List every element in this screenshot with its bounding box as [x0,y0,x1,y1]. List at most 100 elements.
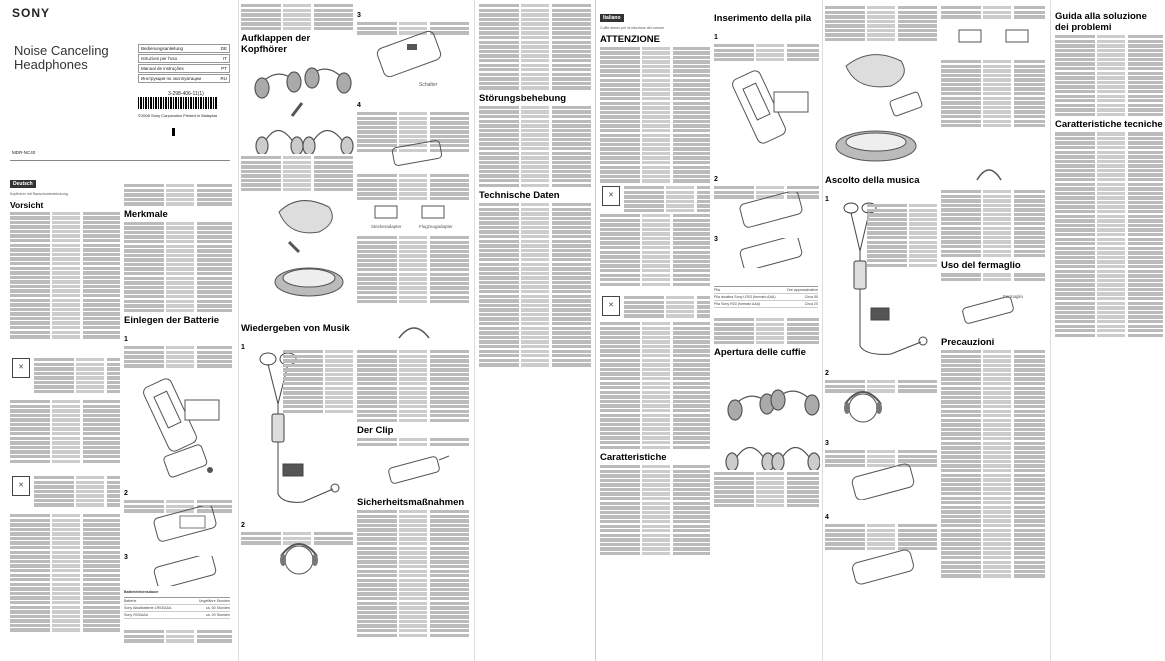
flight-adapter-label: Flugzeugadapter [419,224,453,229]
text-block [357,236,469,305]
section-heading-merkmale: Merkmale [124,208,168,220]
panel-italian-specs: Guida alla soluzione dei problemi Caratt… [1050,0,1165,661]
divider [10,160,230,161]
model-number: MDR-NC40 [12,150,36,155]
german-step-2: 2 [124,482,232,514]
italian-column-1: Italiano Cuffie stereo per la riduzione … [600,6,710,184]
italian-step-2: 2 [825,362,937,394]
text-block [357,174,469,201]
table-row: Pila Sony R03 (formato AAA)Circa 20 [714,302,818,308]
ear-icon-illustration [391,140,443,166]
clip-illustration: Fermaglio [962,294,1024,324]
product-title: Noise Canceling Headphones [14,44,109,72]
text-block [624,186,710,213]
italian-column-2: Inserimento della pila 1 [714,10,819,62]
italian-column-4 [941,6,1045,20]
section-heading-einlegen: Einlegen der Batterie [124,315,220,327]
part-number: 3-298-406-11(1) [168,91,204,97]
battery-insertion-illustration [732,70,809,144]
section-heading-fermaglio: Uso del fermaglio [941,260,1021,272]
clip-small-illustration [976,169,1002,181]
section-heading-ascolto: Ascolto della musica [825,175,920,186]
text-block: Der Clip [357,350,469,447]
clip-small-illustration [398,327,430,339]
text-block: Precauzioni [941,334,1045,579]
text-block [34,476,120,508]
battery-table-title: Batterielebensdauer [124,590,159,594]
intro-text: Kopfhörer mit Rauschunterdrückung [10,192,68,196]
section-heading-sicherheit: Sicherheitsmaßnahmen [357,497,465,508]
product-title-line1: Noise Canceling [14,43,109,58]
lid-close-illustration [153,556,217,586]
text-block: Aufklappen der Kopfhörer [241,4,353,57]
divider-mark [172,128,175,136]
panel-italian-intro: Italiano Cuffie stereo per la riduzione … [595,0,820,661]
section-heading-caratteristiche: Caratteristiche [600,452,667,463]
ear-icon-illustration [852,549,914,585]
music-playback-illustration [843,202,928,355]
switch-label: Schalter [419,82,438,88]
weee-bin-icon: ✕ [12,358,30,378]
barcode [138,97,218,109]
weee-battery-bin-icon: ✕ [602,296,620,316]
battery-insertion-illustration [143,378,220,478]
italian-step-4: 4 [825,506,937,551]
panel-cover-german: SONY Noise Canceling Headphones Bedienun… [0,0,235,661]
section-heading-guida: Guida alla soluzione dei problemi [1055,11,1147,33]
copyright: ©2008 Sony Corporation Printed in Malays… [138,113,217,118]
text-block [624,296,710,319]
lid-close-illustration [739,238,803,268]
headphone-unfold-illustration [254,67,354,154]
wearing-headphones-illustration [844,391,882,423]
section-heading-clip: Der Clip [357,425,394,437]
section-heading-technische: Technische Daten [479,190,560,202]
text-block: 4 [357,94,469,153]
text-block: Caratteristiche [600,322,710,557]
german-column-1: Deutsch Kopfhörer mit Rauschunterdrückun… [10,172,120,340]
plug-adapter-label: Steckeradapter [371,224,402,229]
german-column-2: Merkmale Einlegen der Batterie 1 [124,184,232,369]
wearing-headphones-illustration [280,543,318,575]
intro-text: Cuffie stereo per la riduzione del rumor… [600,26,665,30]
text-block: Apertura delle cuffie [714,318,819,360]
wiedergeben-heading-block: Wiedergeben von Musik 1 [241,320,471,354]
section-heading-aufklappen: Aufklappen der Kopfhörer [241,33,311,56]
carrying-case-illustration [274,200,344,297]
carrying-case-illustration [835,54,923,162]
text-block [124,630,232,644]
panel-german-usage: Aufklappen der Kopfhörer Wiedergeben von… [238,0,471,661]
sony-logo: SONY [12,6,51,20]
battery-lid-illustration [153,506,217,542]
section-heading-stoerung: Störungsbehebung [479,92,567,104]
music-playback-illustration [259,352,340,503]
text-block: Sicherheitsmaßnahmen [357,494,469,638]
panel-italian-usage: Ascolto della musica 1 2 3 4 [822,0,1047,661]
panel-german-specs: Störungsbehebung Technische Daten [474,0,594,661]
text-block [825,6,937,43]
section-heading-apertura: Apertura delle cuffie [714,347,806,359]
text-block [34,358,120,395]
product-title-line2: Headphones [14,57,88,72]
text-block: Ascolto della musica 1 [825,172,937,206]
plug-adapter-illustration: Steckeradapter Flugzeugadapter [371,205,453,229]
text-block [10,400,120,464]
german-column-4: 3 [357,4,469,36]
text-block [600,214,710,287]
figure-caption-block [283,350,353,414]
italian-step-2: 2 [714,168,819,200]
text-block [241,156,353,193]
text-block [714,472,819,509]
battery-lid-illustration [739,192,803,228]
section-heading-tecniche: Caratteristiche tecniche [1055,119,1163,131]
text-block: Störungsbehebung Technische Daten [479,4,591,368]
language-tag: Deutsch [10,180,36,188]
italian-step-3: 3 [714,236,718,243]
clip-illustration [388,455,450,484]
